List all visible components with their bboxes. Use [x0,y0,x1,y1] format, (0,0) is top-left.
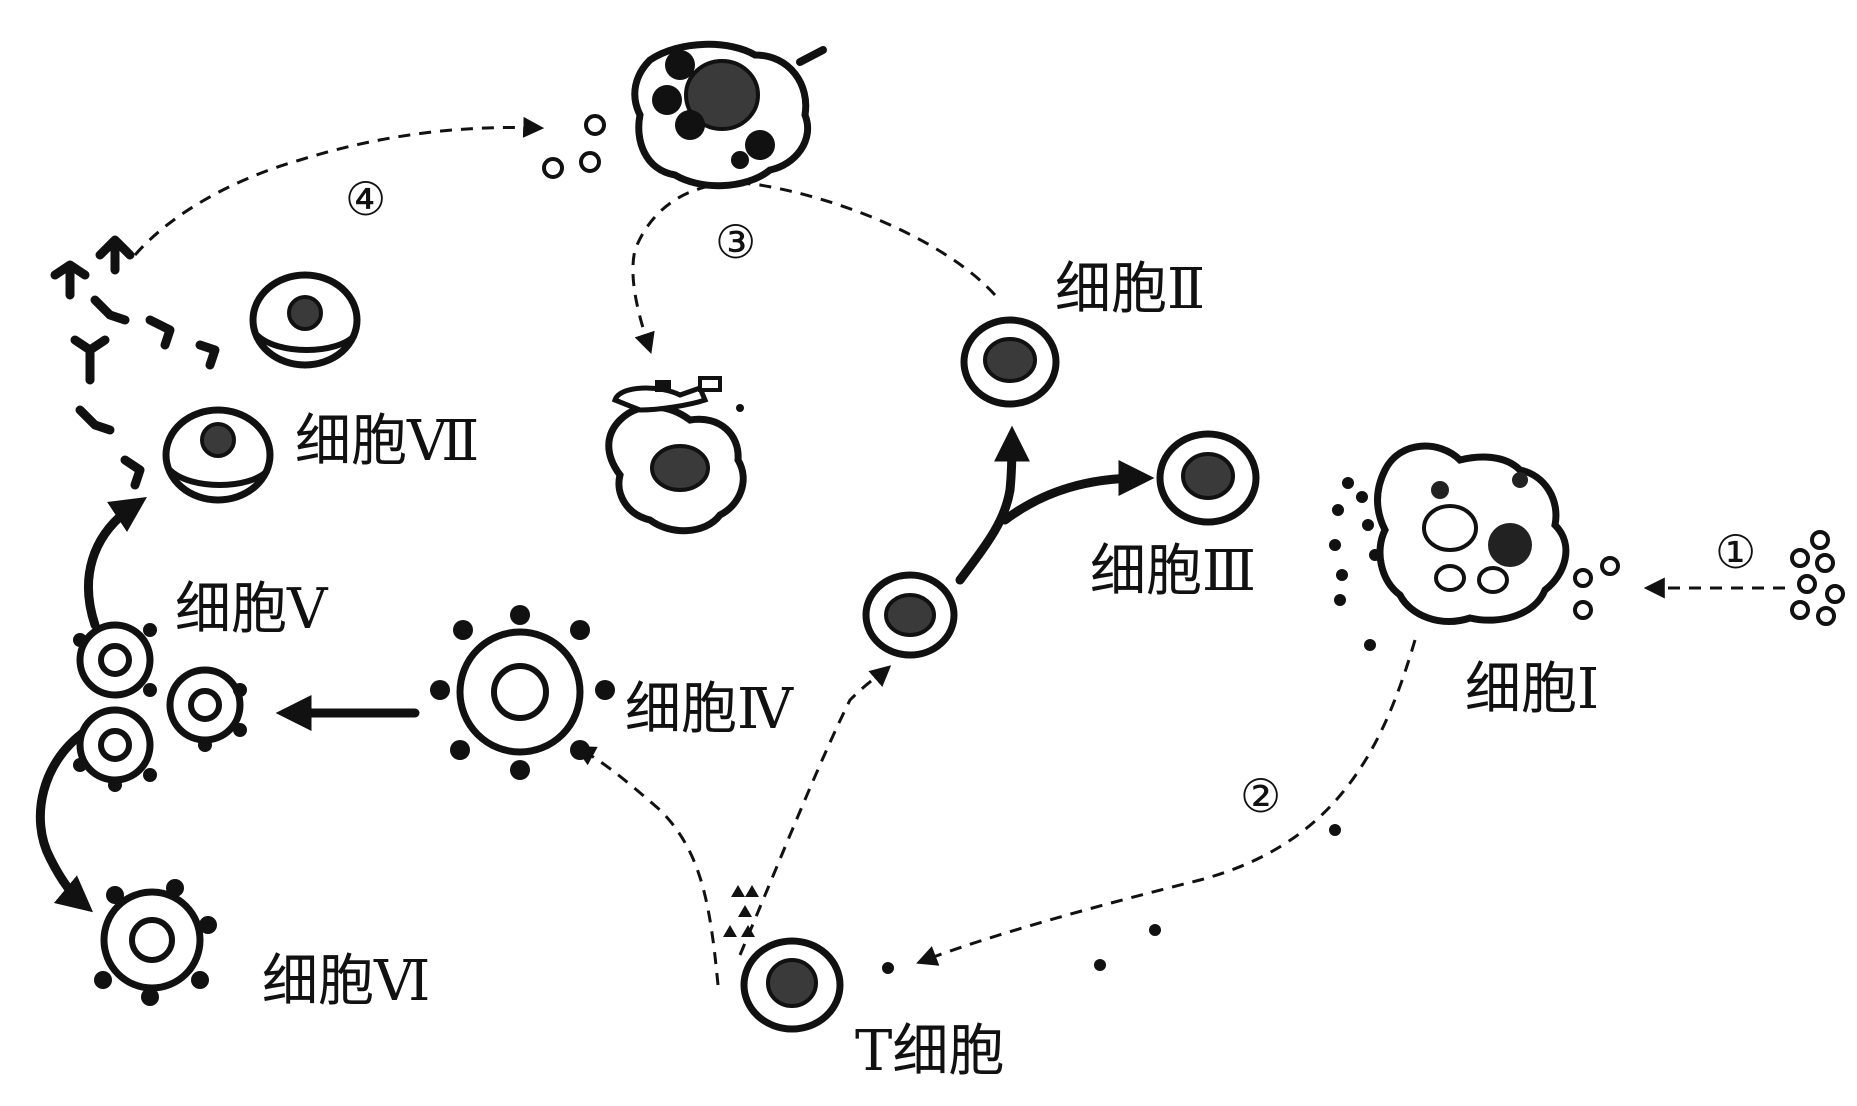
label-cell-3: 细胞Ⅲ [1090,539,1256,604]
label-cell-7: 细胞Ⅶ [295,409,479,474]
cell-1 [1374,442,1570,625]
label-step-4: ④ [345,172,386,226]
label-cell-6: 细胞Ⅵ [262,949,430,1014]
cell-2 [960,316,1060,408]
t-cell [740,937,844,1033]
free-antigens-top [542,114,606,179]
cell-6 [94,879,217,1006]
effector-precursor-cell [862,571,958,659]
antigen-bearing-cell [631,40,827,190]
label-step-1: ① [1715,525,1756,579]
antigen-cluster-right [1573,530,1845,626]
arrow-branch-to-cell3 [1000,460,1155,525]
cell-7 [162,406,274,504]
cell-3 [1156,430,1260,526]
label-step-3: ③ [715,215,756,269]
arrow-cell5-to-cell6 [35,723,95,913]
label-cell-4: 细胞Ⅳ [625,677,794,742]
cell-1-secretion-dots [882,477,1381,974]
arrow-step-3 [631,181,997,354]
label-step-2: ② [1240,769,1281,823]
arrow-branch-to-cell2 [955,425,1030,585]
label-t-cell: T细胞 [855,1019,1004,1084]
arrow-step-4 [133,116,545,256]
lymphokine-triangles [723,885,759,937]
arrow-step-2 [916,639,1417,966]
cell-4 [430,605,615,780]
label-cell-5: 细胞Ⅴ [175,577,329,642]
cell-5 [73,621,247,792]
arrow-tcell-to-effector [738,665,892,956]
label-cell-1: 细胞Ⅰ [1465,657,1599,722]
arrow-tcell-to-cell4 [574,745,720,986]
arrow-cell5-to-cell7 [84,497,147,630]
antibodies [50,235,220,490]
lysed-target-cell [605,376,747,535]
label-cell-2: 细胞Ⅱ [1055,257,1205,322]
plasma-cell-upper [249,271,361,369]
